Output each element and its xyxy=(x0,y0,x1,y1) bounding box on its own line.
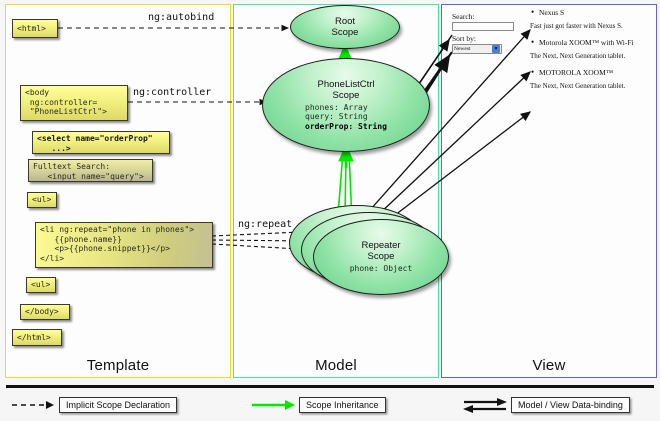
scope-repeater-props: phone: Object xyxy=(350,264,413,274)
phone-list: Nexus S Fast just got faster with Nexus … xyxy=(530,7,652,98)
phone-name: Motorola XOOM™ with Wi-Fi xyxy=(530,37,652,48)
scope-phonelistctrl-title: PhoneListCtrl Scope xyxy=(317,78,375,101)
list-item[interactable]: Motorola XOOM™ with Wi-Fi The Next, Next… xyxy=(530,37,652,61)
legend: Implicit Scope Declaration Scope Inherit… xyxy=(0,392,660,420)
view-form: Search: Sort by: Newest ▾ xyxy=(452,12,532,54)
search-label: Search: xyxy=(452,12,475,21)
label-ng-controller: ng:controller xyxy=(133,87,212,98)
code-box-html-close: </html> xyxy=(12,329,62,346)
panel-model-label: Model xyxy=(315,357,357,374)
search-input[interactable] xyxy=(452,22,514,31)
scope-prop-phone: phone: Object xyxy=(349,264,413,274)
sort-by-label: Sort by: xyxy=(452,34,476,43)
code-box-ul-open: <ul> xyxy=(27,192,57,208)
legend-label-implicit: Implicit Scope Declaration xyxy=(59,397,178,413)
chevron-down-icon: ▾ xyxy=(492,45,500,53)
code-box-fulltext: Fulltext Search: <input name="query"> xyxy=(28,159,153,182)
panel-template: Template xyxy=(5,4,231,378)
code-box-select: <select name="orderProp" ...> xyxy=(32,131,170,154)
code-box-li-repeat: <li ng:repeat="phone in phones"> {{phone… xyxy=(35,222,213,268)
legend-item-inheritance: Scope Inheritance xyxy=(250,396,386,414)
phone-name: MOTOROLA XOOM™ xyxy=(530,67,652,78)
scope-phonelistctrl: PhoneListCtrl Scope phones: Array query:… xyxy=(262,58,430,152)
code-box-body-close: </body> xyxy=(20,304,70,320)
code-box-html-open: <html> xyxy=(12,19,58,38)
scope-root: Root Scope xyxy=(290,5,400,49)
sort-by-selected-value: Newest xyxy=(454,46,471,52)
code-box-ul-close: <ul> xyxy=(26,277,56,293)
phone-snippet: The Next, Next Generation tablet. xyxy=(530,82,626,90)
phone-snippet: Fast just got faster with Nexus S. xyxy=(530,22,623,30)
legend-item-databinding: Model / View Data-binding xyxy=(462,396,630,414)
phone-snippet: The Next, Next Generation tablet. xyxy=(530,52,626,60)
legend-label-databinding: Model / View Data-binding xyxy=(511,397,630,413)
scope-root-title: Root Scope xyxy=(331,16,359,38)
list-item[interactable]: Nexus S Fast just got faster with Nexus … xyxy=(530,7,652,31)
list-item[interactable]: MOTOROLA XOOM™ The Next, Next Generation… xyxy=(530,67,652,91)
double-arrow-icon xyxy=(463,398,507,413)
solid-arrow-icon xyxy=(252,400,295,410)
scope-repeater-title: Repeater Scope xyxy=(361,240,401,263)
scope-prop-query: query: String xyxy=(305,112,368,122)
phone-name: Nexus S xyxy=(530,7,652,18)
panel-template-label: Template xyxy=(86,357,150,374)
dashed-arrow-icon xyxy=(12,401,54,409)
scope-prop-phones: phones: Array xyxy=(305,102,368,112)
label-ng-autobind: ng:autobind xyxy=(148,12,215,23)
code-box-body-open: <body ng:controller= "PhoneListCtrl"> xyxy=(20,85,128,121)
label-ng-repeat: ng:repeat xyxy=(238,219,293,230)
sort-by-select[interactable]: Newest ▾ xyxy=(452,44,502,54)
panel-view-label: View xyxy=(532,357,566,374)
legend-item-implicit: Implicit Scope Declaration xyxy=(10,396,178,414)
scope-prop-orderprop: orderProp: String xyxy=(305,121,387,131)
legend-label-inheritance: Scope Inheritance xyxy=(299,397,386,413)
scope-phonelistctrl-props: phones: Array query: String orderProp: S… xyxy=(305,103,387,132)
scope-repeater: Repeater Scope phone: Object xyxy=(313,219,449,295)
legend-divider xyxy=(6,385,654,388)
